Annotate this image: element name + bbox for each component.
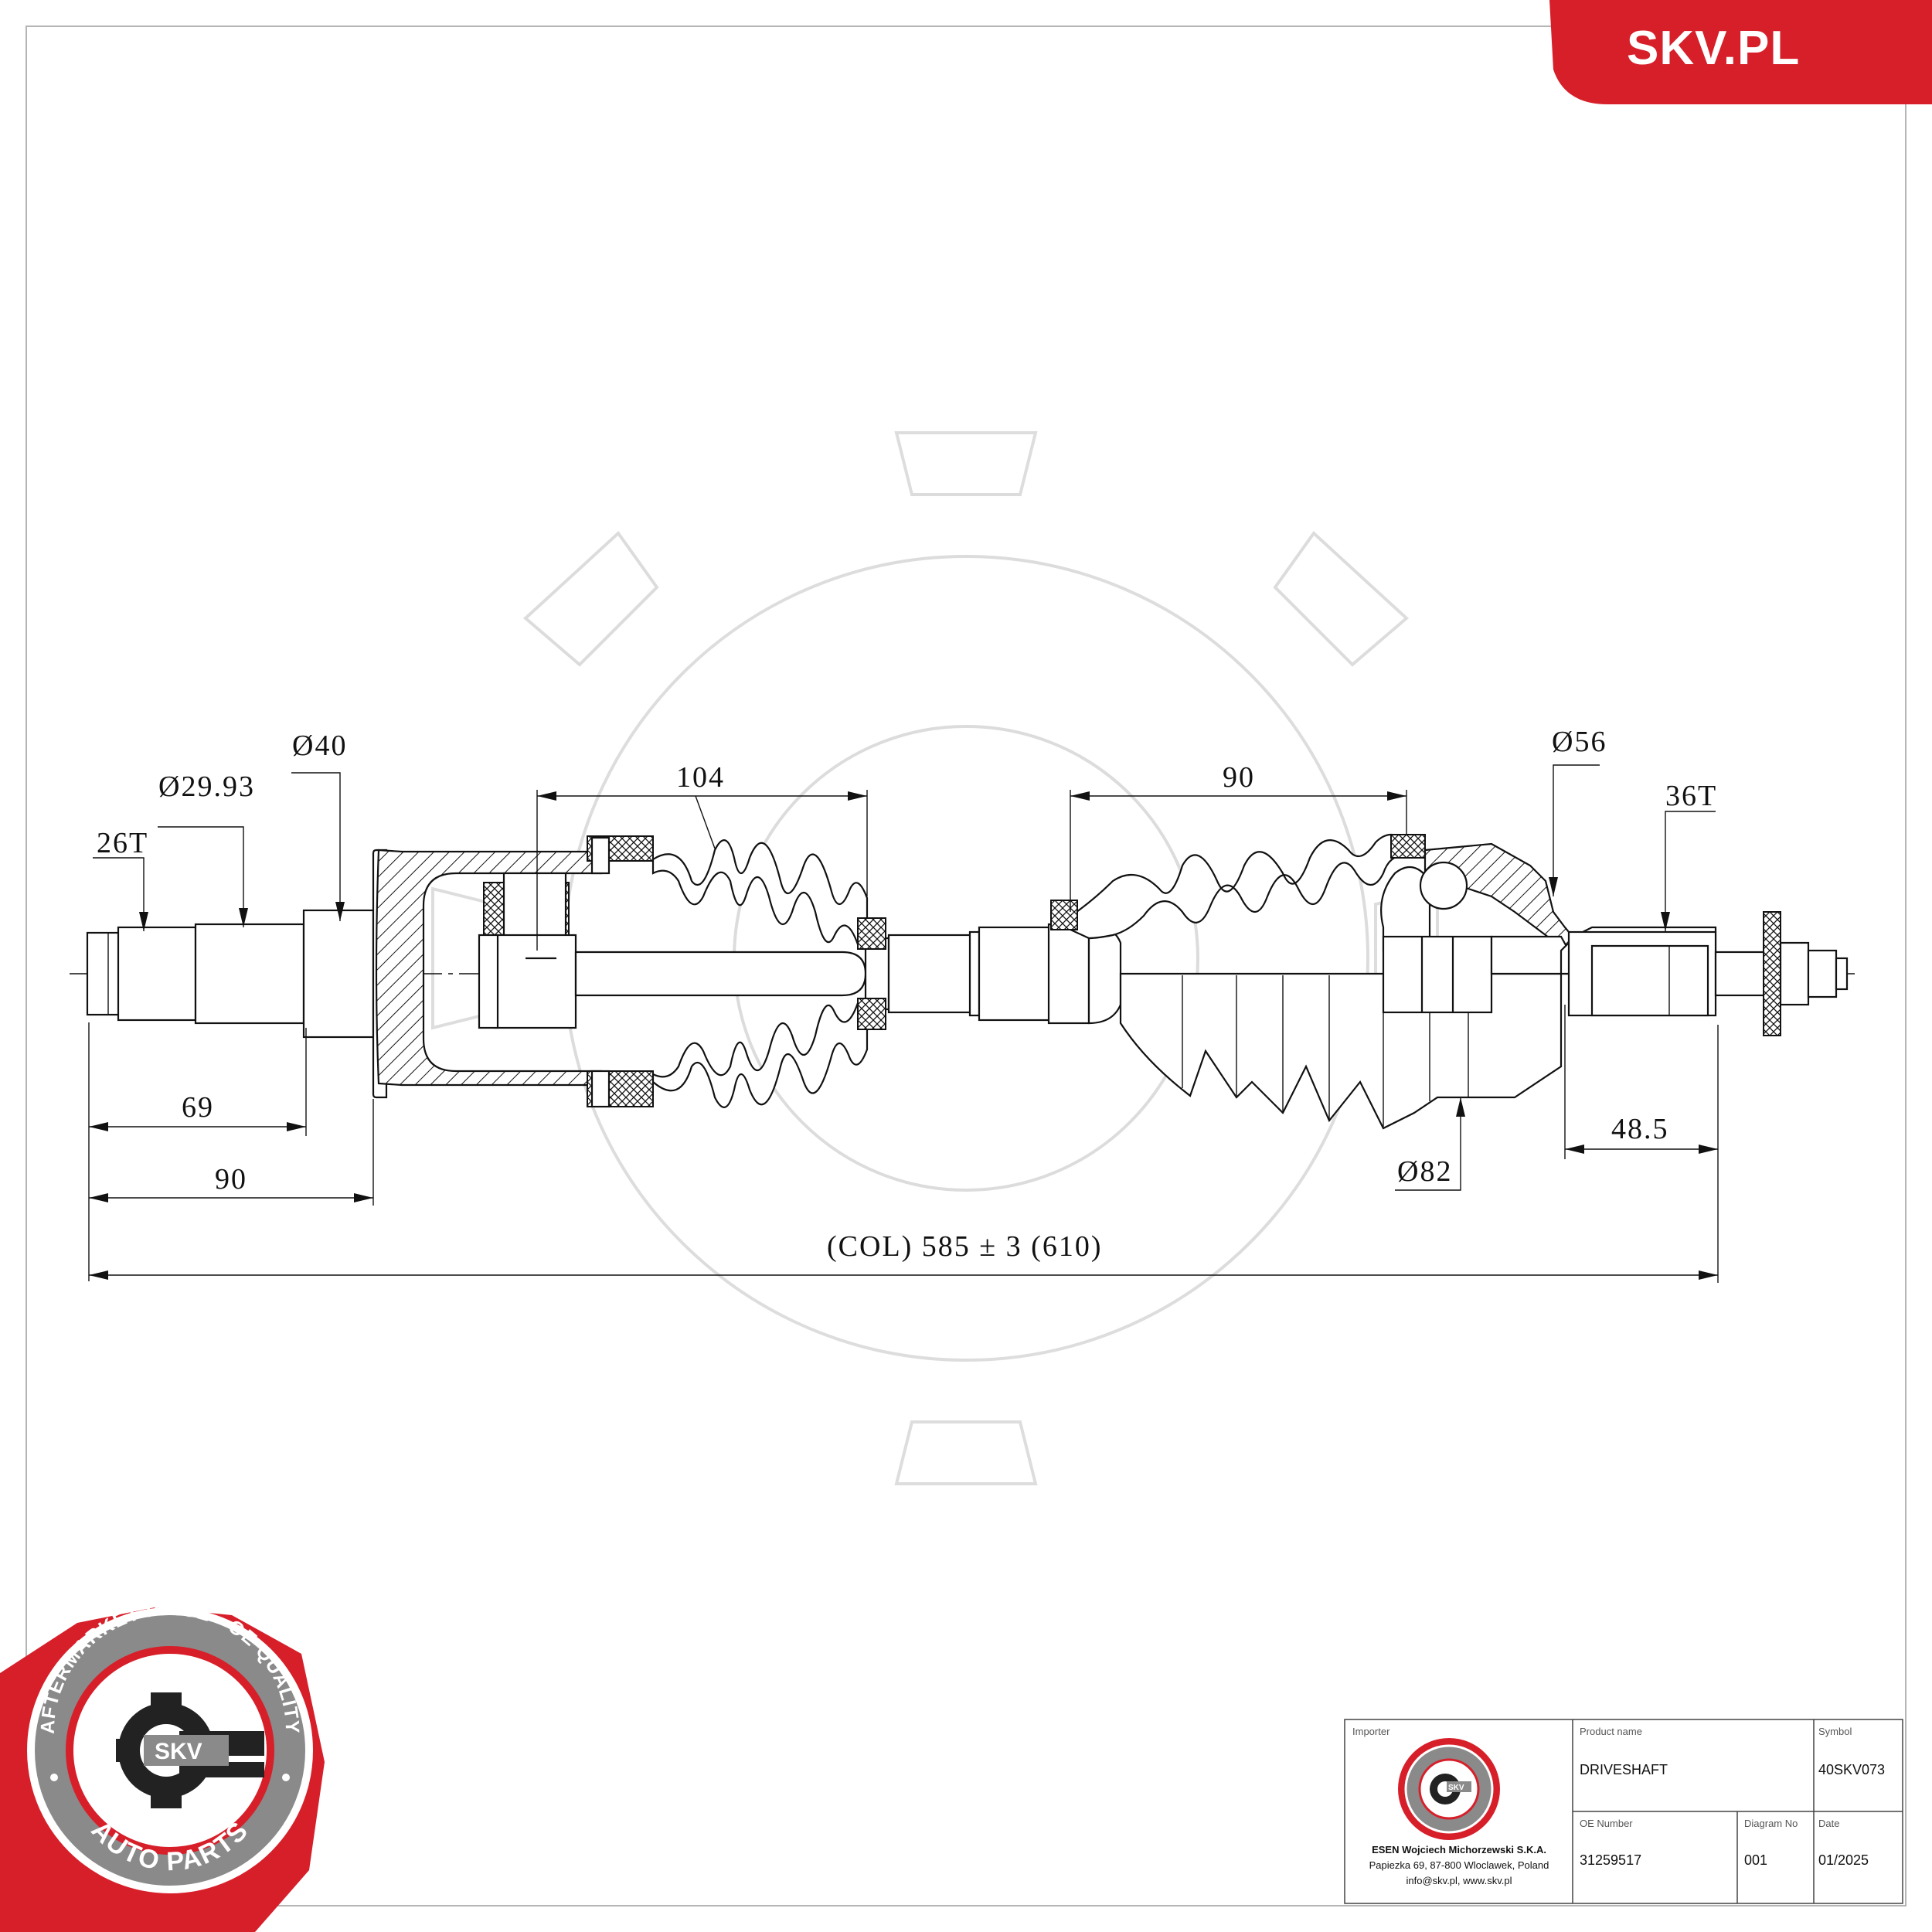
date-value: 01/2025: [1818, 1852, 1869, 1868]
oe-number-value: 31259517: [1580, 1852, 1641, 1868]
title-block: Importer SKV ESEN Wojciech Michorzewski …: [1344, 1719, 1903, 1904]
importer-name: ESEN Wojciech Michorzewski S.K.A.: [1372, 1844, 1546, 1855]
product-name-value: DRIVESHAFT: [1580, 1762, 1668, 1777]
symbol-label: Symbol: [1818, 1726, 1852, 1737]
dim-length-outer-boot: 90: [1223, 761, 1255, 794]
dimension-lines: [88, 764, 1719, 1283]
dim-spline-outer: 36T: [1665, 780, 1717, 812]
tripod-spider: [478, 872, 577, 1029]
dimension-arrows: [89, 791, 1718, 1280]
inner-boot-top: [651, 839, 869, 946]
product-name-label: Product name: [1580, 1726, 1642, 1737]
symbol-value: 40SKV073: [1818, 1762, 1885, 1777]
dim-diameter-seal: Ø40: [292, 730, 347, 762]
outer-boot-bottom: [1119, 972, 1563, 1130]
outer-stub-shaft: [1567, 911, 1849, 1036]
dim-length-inner-boot: 104: [676, 761, 725, 794]
skv-quality-seal: AFTERMARKET PRICE · OE QUALITY AUTO PART…: [0, 1598, 325, 1932]
inner-boot-bottom: [651, 1002, 869, 1108]
diagram-no-label: Diagram No: [1744, 1818, 1798, 1829]
dim-diameter-stub: Ø29.93: [158, 770, 255, 803]
importer-address: Papiezka 69, 87-800 Wloclawek, Poland: [1369, 1859, 1549, 1871]
inner-stub-shaft: [86, 849, 388, 1099]
drawing-frame: [26, 26, 1906, 1906]
dim-length-69: 69: [182, 1091, 214, 1124]
importer-label: Importer: [1352, 1726, 1390, 1737]
main-bar-shaft: [574, 923, 1122, 1025]
dim-diameter-boot: Ø82: [1397, 1155, 1452, 1188]
seal-center-text: SKV: [155, 1739, 202, 1764]
dim-diameter-outer-joint: Ø56: [1552, 726, 1607, 758]
dim-length-48-5: 48.5: [1611, 1113, 1669, 1145]
brand-site-text: SKV.PL: [1627, 22, 1800, 75]
importer-mini-logo: SKV: [1398, 1738, 1500, 1840]
brand-tab: SKV.PL: [1549, 0, 1932, 104]
dim-spline-inner: 26T: [97, 827, 148, 859]
date-label: Date: [1818, 1818, 1839, 1829]
oe-number-label: OE Number: [1580, 1818, 1633, 1829]
importer-contact: info@skv.pl, www.skv.pl: [1406, 1875, 1512, 1886]
dim-total-length: (COL) 585 ± 3 (610): [827, 1230, 1102, 1263]
outer-boot-ribs: [1182, 975, 1469, 1127]
diagram-no-value: 001: [1744, 1852, 1767, 1868]
dim-length-90: 90: [215, 1163, 247, 1196]
svg-text:SKV: SKV: [1448, 1784, 1464, 1792]
inner-joint-housing: [375, 835, 654, 1108]
